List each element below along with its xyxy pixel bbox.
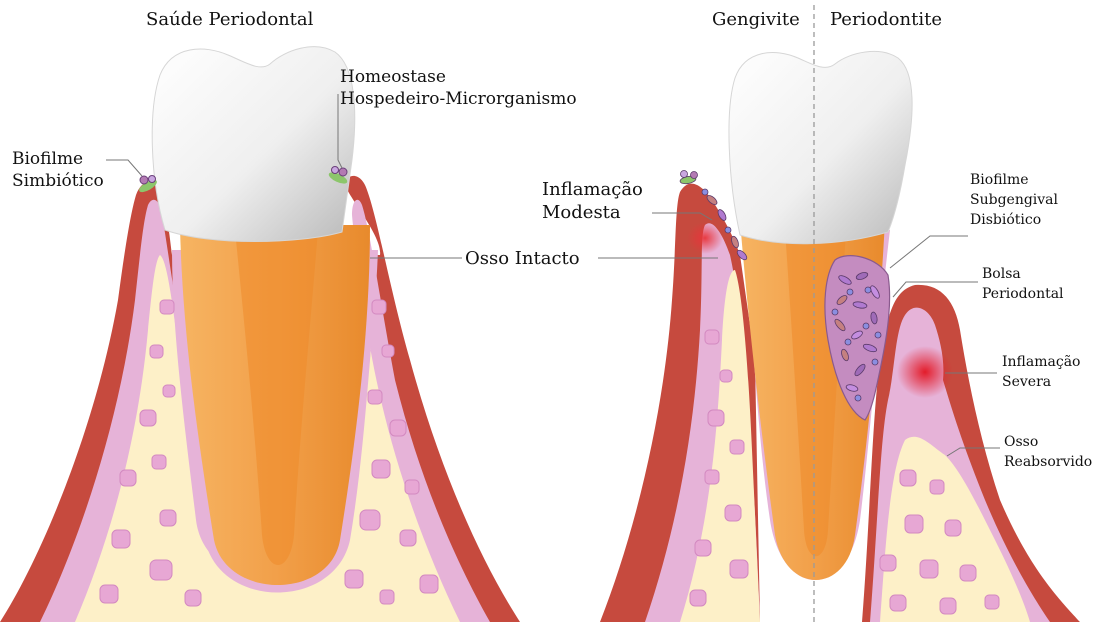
label-resorbed-bone: Osso Reabsorvido (1004, 432, 1092, 472)
label-periodontal-pocket-line1: Bolsa (982, 264, 1064, 284)
heading-gingivitis: Gengivite (712, 8, 800, 31)
heading-periodontitis: Periodontite (830, 8, 942, 31)
diseased-crown (729, 51, 912, 243)
label-modest-inflammation-line1: Inflamação (542, 178, 643, 201)
label-dysbiotic-biofilm: Biofilme Subgengival Disbiótico (970, 170, 1058, 230)
label-periodontal-pocket-line2: Periodontal (982, 284, 1064, 304)
label-severe-inflammation-line1: Inflamação (1002, 352, 1080, 372)
label-dysbiotic-biofilm-line2: Subgengival (970, 190, 1058, 210)
severe-inflammation-spot (897, 346, 953, 398)
label-resorbed-bone-line2: Reabsorvido (1004, 452, 1092, 472)
label-homeostasis-line1: Homeostase (340, 66, 577, 88)
label-homeostasis: Homeostase Hospedeiro-Microrganismo (340, 66, 577, 110)
label-dysbiotic-biofilm-line3: Disbiótico (970, 210, 1058, 230)
label-modest-inflammation: Inflamação Modesta (542, 178, 643, 224)
label-intact-bone: Osso Intacto (465, 247, 580, 270)
diseased-tooth-illustration (600, 5, 1080, 622)
label-periodontal-pocket: Bolsa Periodontal (982, 264, 1064, 304)
label-homeostasis-line2: Hospedeiro-Microrganismo (340, 88, 577, 110)
label-dysbiotic-biofilm-line1: Biofilme (970, 170, 1058, 190)
label-modest-inflammation-line2: Modesta (542, 201, 643, 224)
label-severe-inflammation-line2: Severa (1002, 372, 1080, 392)
healthy-crown (152, 47, 355, 242)
label-severe-inflammation: Inflamação Severa (1002, 352, 1080, 392)
label-symbiotic-biofilm: Biofilme Simbiótico (12, 148, 104, 192)
healthy-tooth-illustration (0, 47, 520, 622)
label-resorbed-bone-line1: Osso (1004, 432, 1092, 452)
heading-health: Saúde Periodontal (146, 8, 313, 31)
modest-inflammation-spot (687, 222, 723, 254)
label-symbiotic-biofilm-line2: Simbiótico (12, 170, 104, 192)
label-symbiotic-biofilm-line1: Biofilme (12, 148, 104, 170)
